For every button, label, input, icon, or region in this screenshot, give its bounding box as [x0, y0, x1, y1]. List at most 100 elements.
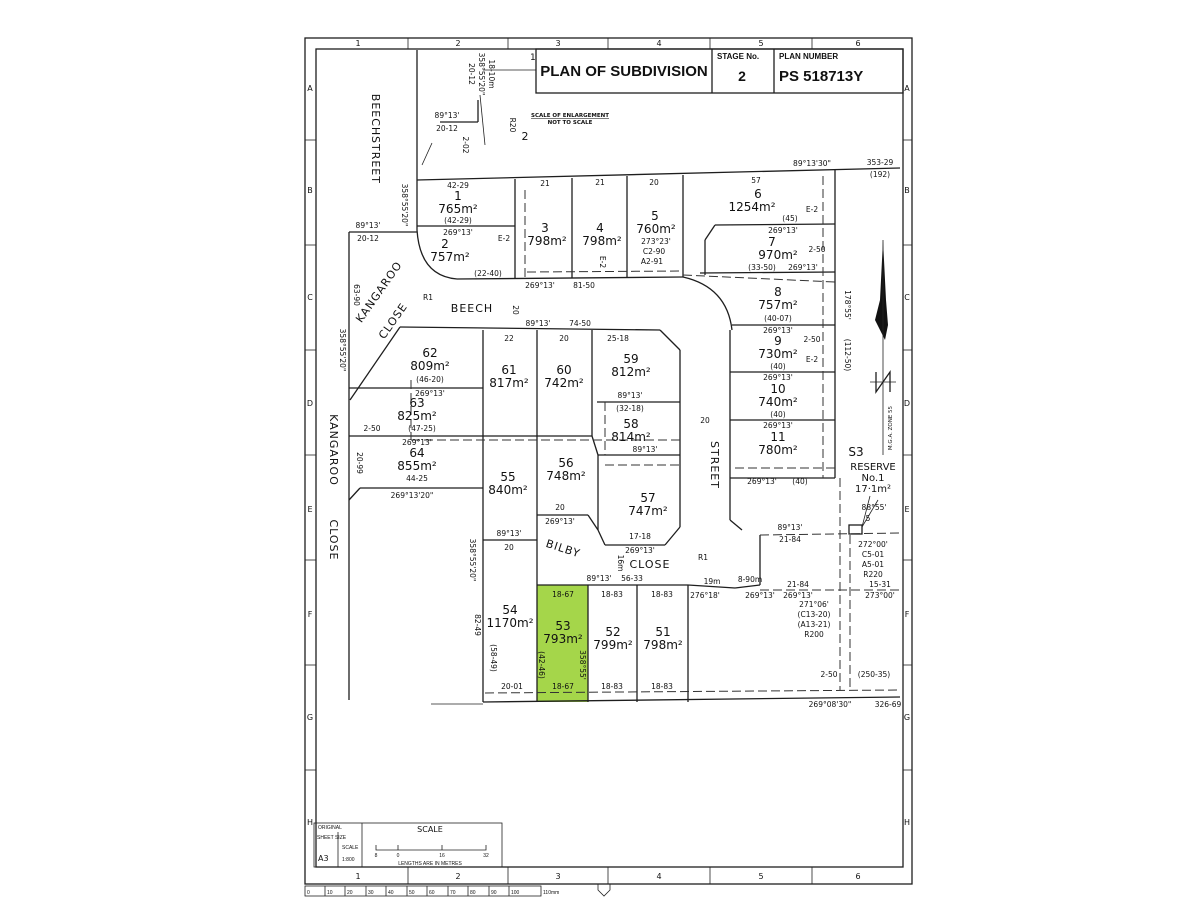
grid-row-label: F [905, 610, 910, 619]
s3-label: S3 [848, 445, 863, 459]
grid-col-label: 1 [355, 872, 360, 881]
lot-area: 825m² [397, 409, 437, 423]
lot-number: 9 [774, 334, 782, 348]
lot-number: 64 [409, 446, 424, 460]
lot-area: 742m² [544, 376, 584, 390]
dimension-label: (47-25) [408, 424, 436, 433]
dimension-label: 269°13' [788, 263, 818, 272]
dimension-label: 89°13'30" [793, 159, 831, 168]
ruler-tick: 90 [491, 890, 497, 896]
street-name: BEECH [369, 94, 382, 136]
lot-number: 3 [541, 221, 549, 235]
lot-area: 798m² [582, 234, 622, 248]
lot-number: 61 [501, 363, 516, 377]
dimension-label: (22-40) [474, 269, 502, 278]
road-ref: R1 [698, 553, 708, 562]
lot-area: 812m² [611, 365, 651, 379]
ruler-tick: 60 [429, 890, 435, 896]
dimension-label: (40) [770, 362, 785, 371]
lot-number: 53 [555, 619, 570, 633]
mm-ruler: 0 10 20 30 40 50 60 70 80 90 100 110mm [304, 884, 611, 897]
dimension-label: 88°55' [862, 503, 887, 512]
dimension-label: 21-84 [787, 580, 809, 589]
lot-area: 809m² [410, 359, 450, 373]
easement-lines [410, 176, 901, 694]
enlargement-note-line2: NOT TO SCALE [548, 120, 593, 126]
dimension-label: 89°13' [356, 221, 381, 230]
dimension-label: 89°13' [633, 445, 658, 454]
dimension-label: 22 [504, 334, 514, 343]
dimension-label: 89°13' [778, 523, 803, 532]
lot-number: 52 [605, 625, 620, 639]
dimension-label: 20 [649, 178, 659, 187]
grid-row-labels: A B C D E F G H A B C D E F G H [307, 84, 910, 827]
dimension-label: 89°13' [497, 529, 522, 538]
grid-zone-label: M.G.A. ZONE 55 [888, 405, 894, 450]
reserve-no-1[interactable]: S3 RESERVE No.1 17·1m² 5 [848, 445, 895, 523]
lot-number: 8 [774, 285, 782, 299]
enlargement-note: SCALE OF ENLARGEMENT NOT TO SCALE 2 [522, 113, 610, 143]
ruler-tick: 20 [347, 890, 353, 896]
dimension-label: 21 [540, 179, 550, 188]
lot-number: 56 [558, 456, 573, 470]
lot-area: 799m² [593, 638, 633, 652]
grid-row-label: H [904, 818, 910, 827]
dimension-label: 21-84 [779, 535, 801, 544]
grid-row-label: B [904, 186, 910, 195]
lot-area: 855m² [397, 459, 437, 473]
grid-row-label: E [904, 505, 909, 514]
original-label: ORIGINAL [318, 825, 342, 831]
dimension-label: 269°13' [783, 591, 813, 600]
dimension-label: 18-10m [487, 59, 496, 88]
dimension-label: 25-18 [607, 334, 629, 343]
dimension-label: 358°55'20" [468, 539, 477, 582]
lot-area: 814m² [611, 430, 651, 444]
highlighted-lot-53[interactable] [537, 585, 588, 702]
grid-col-label: 3 [555, 39, 560, 48]
dimension-label: C2-90 [643, 247, 665, 256]
lot-number: 63 [409, 396, 424, 410]
road-width: 16m [616, 555, 625, 572]
dimension-label: 269°13' [745, 591, 775, 600]
lot-area: 817m² [489, 376, 529, 390]
lot-area: 1254m² [728, 200, 775, 214]
reserve-number: No.1 [862, 473, 885, 484]
lengths-note: LENGTHS ARE IN METRES [398, 861, 462, 867]
lot-number: 55 [500, 470, 515, 484]
scale-box: ORIGINAL SHEET SIZE A3 SCALE 1:800 SCALE… [313, 822, 503, 868]
dimension-label: 269°13' [625, 546, 655, 555]
dimension-label: 269°13' [415, 389, 445, 398]
plan-title: PLAN OF SUBDIVISION [540, 63, 708, 80]
easement-width: 2-50 [808, 245, 825, 254]
lot-number: 5 [651, 209, 659, 223]
street-name: CLOSE [376, 300, 410, 341]
lot-area: 1170m² [486, 616, 533, 630]
dimension-label: (192) [870, 170, 890, 179]
lot-number: 2 [441, 237, 449, 251]
